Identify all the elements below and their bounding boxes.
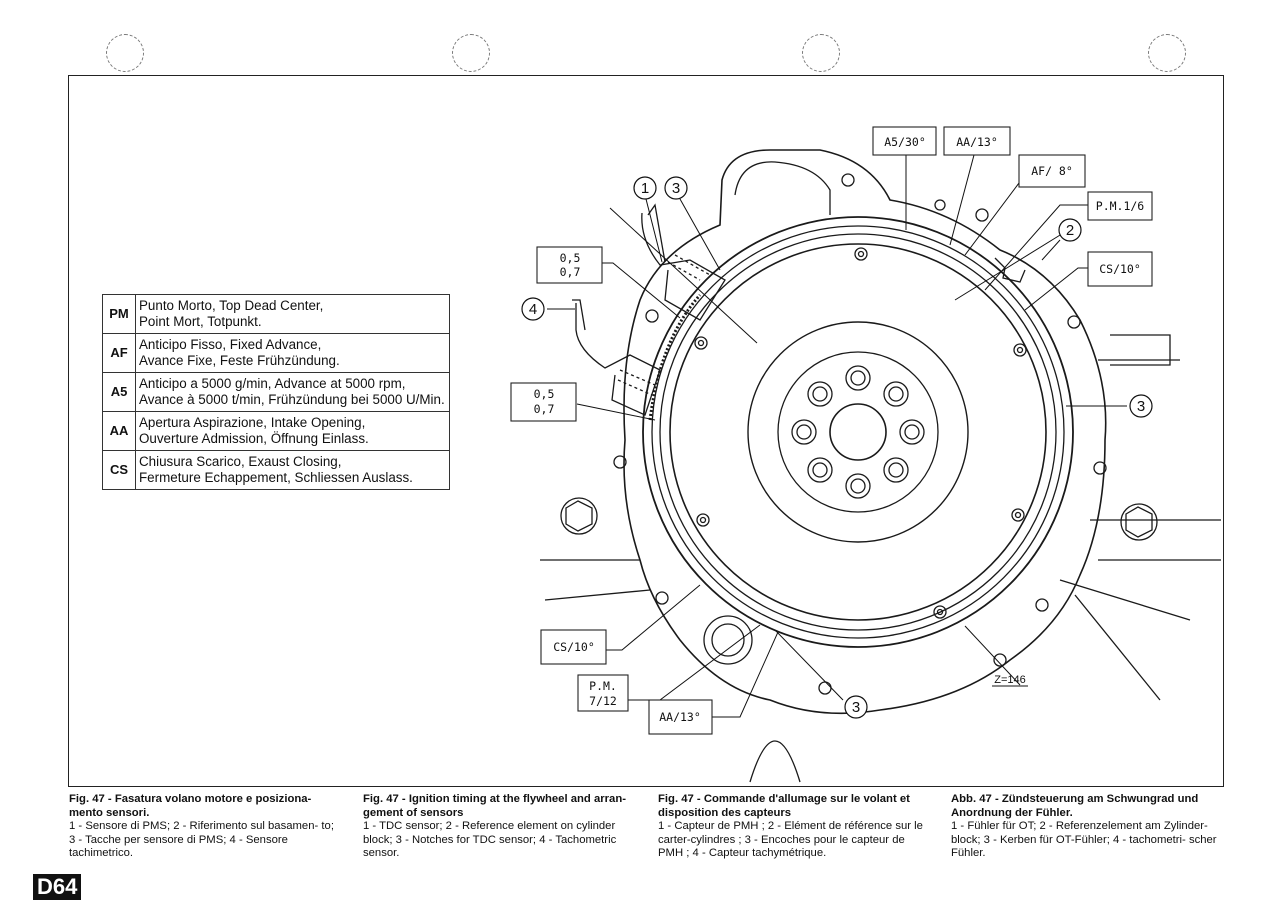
callout-3: 3 <box>852 699 860 716</box>
crankcase-outline <box>540 559 1161 701</box>
binder-hole <box>106 34 144 72</box>
label-box <box>872 126 937 156</box>
label-box <box>510 382 577 422</box>
caption-italian: Fig. 47 - Fasatura volano motore e posiz… <box>69 793 334 860</box>
label-box <box>648 699 713 735</box>
label-gap-mid: 0,7 <box>534 402 555 416</box>
legend-row: AA Apertura Aspirazione, Intake Opening,… <box>102 411 450 451</box>
label-gap-top: 0,5 <box>560 251 581 265</box>
label-aa-13-top: AA/13° <box>956 135 998 149</box>
label-box <box>1018 154 1086 188</box>
ring-gear-teeth <box>648 294 702 421</box>
flywheel-hub-ring <box>747 321 969 543</box>
label-box <box>577 674 629 712</box>
hub-bolt-holes <box>791 365 925 499</box>
caption-english: Fig. 47 - Ignition timing at the flywhee… <box>363 793 626 860</box>
label-cs-10-right: CS/10° <box>1099 262 1141 276</box>
legend-text: Anticipo Fisso, Fixed Advance,Avance Fix… <box>135 333 450 373</box>
tdc-sensor <box>641 212 726 321</box>
label-z146: Z=146 <box>994 674 1026 686</box>
figure-frame <box>68 75 1224 787</box>
housing-outline <box>623 149 1107 715</box>
callout-1: 1 <box>641 180 649 197</box>
crankcase-outline <box>1110 334 1171 366</box>
bolt-head <box>565 500 593 532</box>
binder-hole <box>802 34 840 72</box>
callout-circle <box>633 176 657 200</box>
label-box <box>540 629 607 665</box>
legend-text: Chiusura Scarico, Exaust Closing,Fermetu… <box>135 450 450 490</box>
crankcase-outline <box>749 740 801 783</box>
callout-2: 2 <box>1066 222 1074 239</box>
callout-circle <box>664 176 688 200</box>
label-box <box>1087 251 1153 287</box>
label-gap-mid: 0,5 <box>534 387 555 401</box>
legend-text: Apertura Aspirazione, Intake Opening,Ouv… <box>135 411 450 451</box>
page-id: D64 <box>33 874 82 900</box>
legend-abbr: CS <box>102 450 136 490</box>
callout-3: 3 <box>1137 398 1145 415</box>
label-box <box>943 126 1011 156</box>
label-gap-top: 0,7 <box>560 265 581 279</box>
callout-circle <box>844 695 868 719</box>
caption-french: Fig. 47 - Commande d'allumage sur le vol… <box>658 793 923 860</box>
callout-circle <box>1129 394 1153 418</box>
flywheel-center-bore <box>829 403 887 461</box>
legend-row: CS Chiusura Scarico, Exaust Closing,Ferm… <box>102 450 450 490</box>
label-pm-7-12: 7/12 <box>589 694 617 708</box>
leader-lines <box>547 154 1127 718</box>
binder-hole <box>452 34 490 72</box>
flywheel-small-holes <box>694 247 1027 619</box>
callout-4: 4 <box>529 301 537 318</box>
caption-german: Abb. 47 - Zündsteuerung am Schwungrad un… <box>951 793 1217 860</box>
flywheel-rim <box>642 216 1074 648</box>
abbreviation-legend: PM Punto Morto, Top Dead Center,Point Mo… <box>102 294 450 490</box>
legend-abbr: AA <box>102 411 136 451</box>
label-aa-13-bottom: AA/13° <box>659 710 701 724</box>
label-box <box>1087 191 1153 221</box>
label-box <box>536 246 603 284</box>
reference-element <box>994 257 1026 283</box>
callout-circle <box>521 297 545 321</box>
callout-3: 3 <box>672 180 680 197</box>
legend-abbr: A5 <box>102 372 136 412</box>
label-af-8: AF/ 8° <box>1031 164 1073 178</box>
bolt-head <box>1125 506 1153 538</box>
label-pm-7-12: P.M. <box>589 679 617 693</box>
label-pm-1-6: P.M.1/6 <box>1096 199 1145 213</box>
legend-row: AF Anticipo Fisso, Fixed Advance,Avance … <box>102 333 450 373</box>
label-cs-10-bottom: CS/10° <box>553 640 595 654</box>
binder-hole <box>1148 34 1186 72</box>
legend-abbr: AF <box>102 333 136 373</box>
label-a5-30: A5/30° <box>884 135 926 149</box>
callout-circle <box>1058 218 1082 242</box>
legend-abbr: PM <box>102 294 136 334</box>
crankcase-outline <box>1059 359 1221 621</box>
